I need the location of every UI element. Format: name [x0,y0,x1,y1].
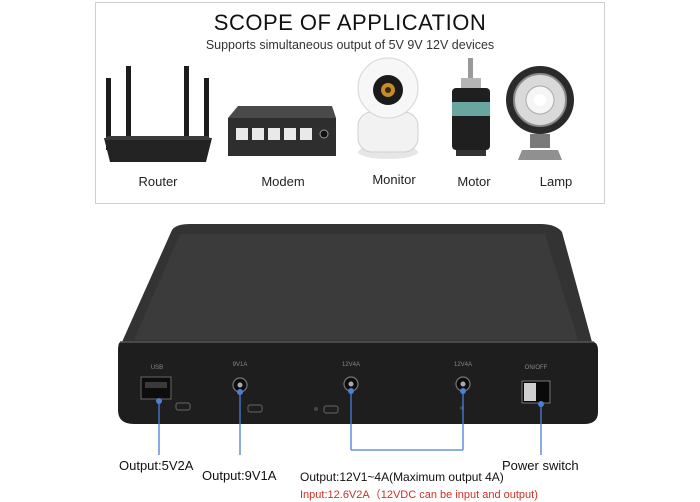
label-port-12v-b: 12V4A [454,362,472,368]
camera-icon [357,57,419,159]
page-subtitle: Supports simultaneous output of 5V 9V 12… [205,38,495,52]
label-port-12v-a: 12V4A [342,362,360,368]
device-label-motor: Motor [457,174,491,189]
lamp-icon [506,66,574,160]
callout-12v-output: Output:12V1~4A(Maximum output 4A) [300,470,504,484]
device-label-lamp: Lamp [539,174,573,189]
callout-power-switch: Power switch [502,458,579,473]
device-label-router: Router [138,174,178,189]
router-icon [104,66,212,162]
callout-usb-output: Output:5V2A [119,458,194,473]
callout-input: Input:12.6V2A（12VDC can be input and out… [300,489,538,501]
label-port-9v: 9V1A [233,362,248,368]
motor-icon [452,58,490,156]
switch-icon [228,106,336,156]
page-title: SCOPE OF APPLICATION [213,10,487,35]
label-switch: ON/OFF [525,365,548,371]
callout-9v-output: Output:9V1A [202,468,277,483]
device-label-modem: Modem [261,174,305,189]
device-label-monitor: Monitor [372,172,416,187]
label-usb: USB [151,365,163,371]
